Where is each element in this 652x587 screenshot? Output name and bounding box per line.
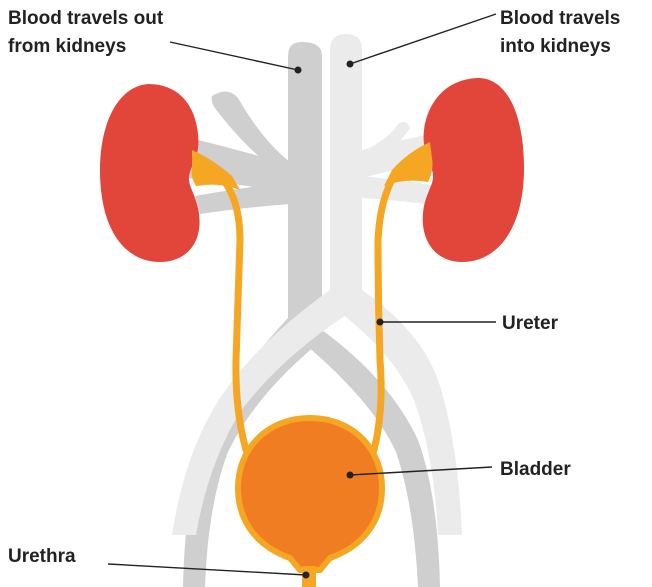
left-lower-vein-branch xyxy=(195,182,290,214)
vena-cava xyxy=(288,42,322,330)
label-bladder: Bladder xyxy=(500,459,571,480)
arteries-leader-dot xyxy=(347,61,354,68)
label-veins-line1: Blood travels out xyxy=(8,8,164,29)
aorta xyxy=(330,34,362,300)
left-kidney xyxy=(100,84,200,262)
arteries-leader-line xyxy=(350,14,496,64)
bladder-leader-dot xyxy=(347,472,354,479)
label-arteries-line2: into kidneys xyxy=(500,36,611,57)
urethra-leader-line xyxy=(108,564,306,575)
label-ureter: Ureter xyxy=(502,313,559,334)
urethra-leader-dot xyxy=(303,572,310,579)
veins-leader-dot xyxy=(295,67,302,74)
label-urethra: Urethra xyxy=(8,546,76,567)
right-kidney xyxy=(423,78,524,262)
bladder xyxy=(238,418,382,570)
veins-leader-line xyxy=(170,42,298,70)
label-arteries-line1: Blood travels xyxy=(500,8,620,29)
ureter-leader-dot xyxy=(377,319,384,326)
label-veins-line2: from kidneys xyxy=(8,36,126,57)
